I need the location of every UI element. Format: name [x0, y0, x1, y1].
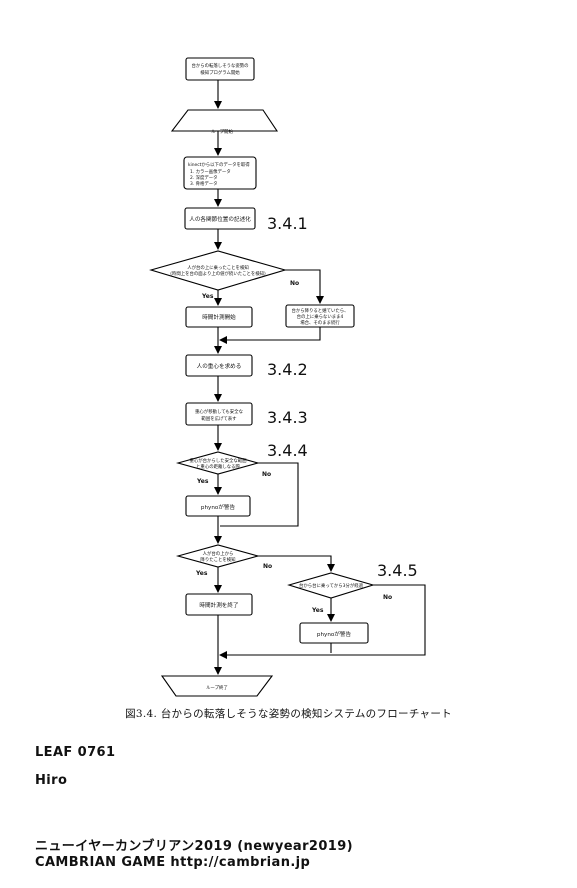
loop-start-label: ループ開始 [211, 128, 233, 135]
get-data-title: kinectから以下のデータを取得 [188, 161, 250, 168]
center-of-gravity-box [185, 354, 253, 377]
decision3-line2: 降りたことを検知 [200, 556, 235, 563]
track-joints-label: 人の各関節位置の記述化 [189, 215, 251, 223]
decision4-label: 台から台に乗ってから3分が経過 [299, 582, 364, 589]
alert1-label: phynoが警告 [201, 503, 236, 511]
alert-box-2 [299, 622, 369, 644]
loop-start-shape [170, 109, 279, 132]
start-box [185, 57, 255, 81]
publication-title: ニューイヤーカンブリアン2019 (newyear2019) [35, 839, 354, 854]
yes-label-2: Yes [196, 478, 209, 485]
start-timer-label: 時間計測開始 [202, 313, 236, 321]
yes-label-4: Yes [311, 607, 324, 614]
section-3-4-3: 3.4.3 [267, 408, 308, 427]
get-data-box [183, 156, 257, 190]
decision3-line1: 人が台の上から [203, 550, 234, 557]
no-branch-line3: 場合、そのまま続行 [300, 319, 340, 326]
section-3-4-2: 3.4.2 [267, 360, 308, 379]
figure-caption: 図3.4. 台からの転落しそうな姿勢の検知システムのフローチャート [125, 708, 452, 720]
section-3-4-1: 3.4.1 [267, 214, 308, 233]
connectors [214, 80, 426, 675]
decision1-line2: (時間上を台の面より上の値が続いたことを検知) [170, 270, 266, 277]
get-data-item-2: 2. 深度データ [190, 174, 218, 181]
no-branch-line2: 台の上に乗らないまま4 [297, 313, 344, 320]
no-label-3: No [263, 563, 272, 570]
start-box-line2: 検知プログラム開始 [200, 69, 240, 76]
section-3-4-4: 3.4.4 [267, 441, 308, 460]
no-branch-line1: 台から降りると嬉ていたら、 [291, 307, 348, 314]
leaf-number: LEAF 0761 [35, 745, 116, 760]
center-of-gravity-label: 人の重心を求める [197, 362, 242, 370]
start-timer-box [185, 306, 253, 328]
get-data-item-3: 3. 骨格データ [190, 180, 218, 187]
get-data-item-1: 1. カラー画像データ [190, 168, 231, 175]
no-label-2: No [262, 471, 271, 478]
no-label-1: No [290, 280, 299, 287]
flowchart: 台からの転落しそうな姿勢の 検知プログラム開始 ループ開始 kinectから以下… [149, 57, 426, 697]
author-name: Hiro [35, 773, 68, 788]
decision2-line1: 重心が台からした安全な範囲 [189, 457, 247, 464]
start-box-line1: 台からの転落しそうな姿勢の [191, 62, 248, 69]
alert2-label: phynoが警告 [317, 630, 352, 638]
support-polygon-line2: 範囲を広げて表す [201, 415, 237, 422]
decision2-line2: と重心の距離しなる際 [196, 463, 241, 470]
section-3-4-5: 3.4.5 [377, 561, 418, 580]
loop-end-label: ループ終了 [206, 684, 228, 691]
yes-label-3: Yes [195, 570, 208, 577]
yes-label-1: Yes [201, 293, 214, 300]
loop-end-shape [160, 675, 274, 697]
decision1-line1: 人が台の上に乗ったことを検知 [187, 264, 248, 271]
support-polygon-line1: 重心が移動しても安全な [195, 408, 244, 415]
publisher-line: CAMBRIAN GAME http://cambrian.jp [35, 855, 311, 870]
stop-timer-box [185, 593, 253, 616]
stop-timer-label: 時間計測を終了 [199, 601, 238, 609]
track-joints-box [184, 207, 256, 230]
no-label-4: No [383, 594, 392, 601]
support-polygon-box [185, 402, 253, 426]
